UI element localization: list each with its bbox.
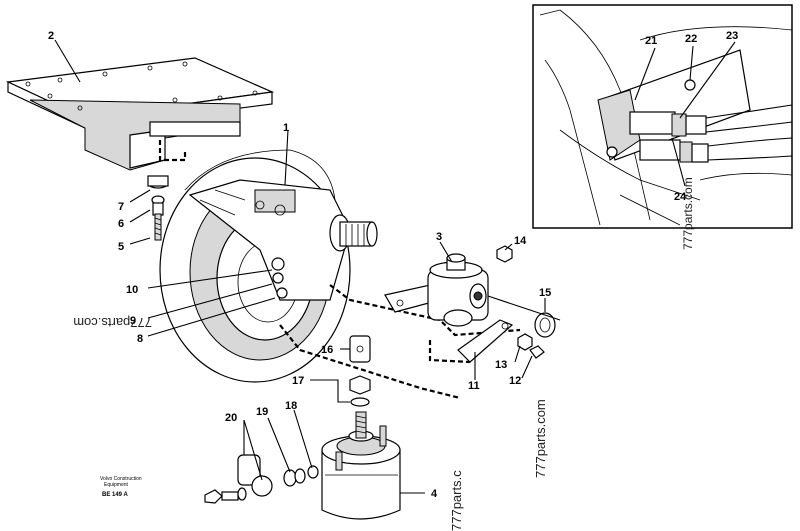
inset-photo: [532, 4, 793, 229]
callout-21: 21: [645, 35, 657, 47]
fittings: [204, 454, 319, 504]
callout-13: 13: [495, 359, 507, 371]
callout-18: 18: [285, 400, 297, 412]
callout-12: 12: [509, 375, 521, 387]
watermark-right: 777parts.com: [533, 399, 548, 478]
mounting-plate: [5, 57, 275, 171]
callout-7: 7: [118, 201, 124, 213]
bolt-stack: [147, 175, 169, 241]
callout-24: 24: [674, 191, 687, 203]
callout-8: 8: [137, 333, 143, 345]
callout-1: 1: [283, 122, 289, 134]
callout-10: 10: [126, 284, 138, 296]
brake-chamber: [321, 411, 401, 520]
callout-23: 23: [726, 30, 738, 42]
callout-11: 11: [468, 380, 480, 392]
callout-17: 17: [292, 375, 304, 387]
leader-lines: [54, 39, 736, 494]
maker-name-line2: Equipment: [104, 482, 129, 488]
callout-6: 6: [118, 218, 124, 230]
footer-block: Volvo Construction Equipment BE 149 A: [100, 476, 142, 498]
valve-body: [384, 253, 489, 327]
callout-9: 9: [130, 315, 136, 327]
maker-name-line1: Volvo Construction: [100, 476, 142, 482]
clevis-parts: [349, 335, 371, 407]
watermark-bottom: 777parts.c: [449, 470, 464, 531]
watermark-left: 777parts.com: [73, 315, 152, 330]
callout-2: 2: [48, 30, 54, 42]
callout-3: 3: [436, 231, 442, 243]
small-parts: [457, 245, 561, 363]
callout-5: 5: [118, 241, 124, 253]
callout-15: 15: [539, 287, 551, 299]
drawing-code: BE 149 A: [102, 492, 128, 498]
callout-20: 20: [225, 412, 237, 424]
callout-4: 4: [431, 488, 438, 500]
callout-labels: 2 1 7 6 5 10 9 8 3 14 15 11 13 12 16 17 …: [48, 30, 738, 500]
callout-19: 19: [256, 406, 268, 418]
callout-22: 22: [685, 33, 697, 45]
callout-14: 14: [514, 235, 527, 247]
watermark-inset: 777parts.com: [681, 177, 695, 250]
callout-16: 16: [321, 344, 333, 356]
